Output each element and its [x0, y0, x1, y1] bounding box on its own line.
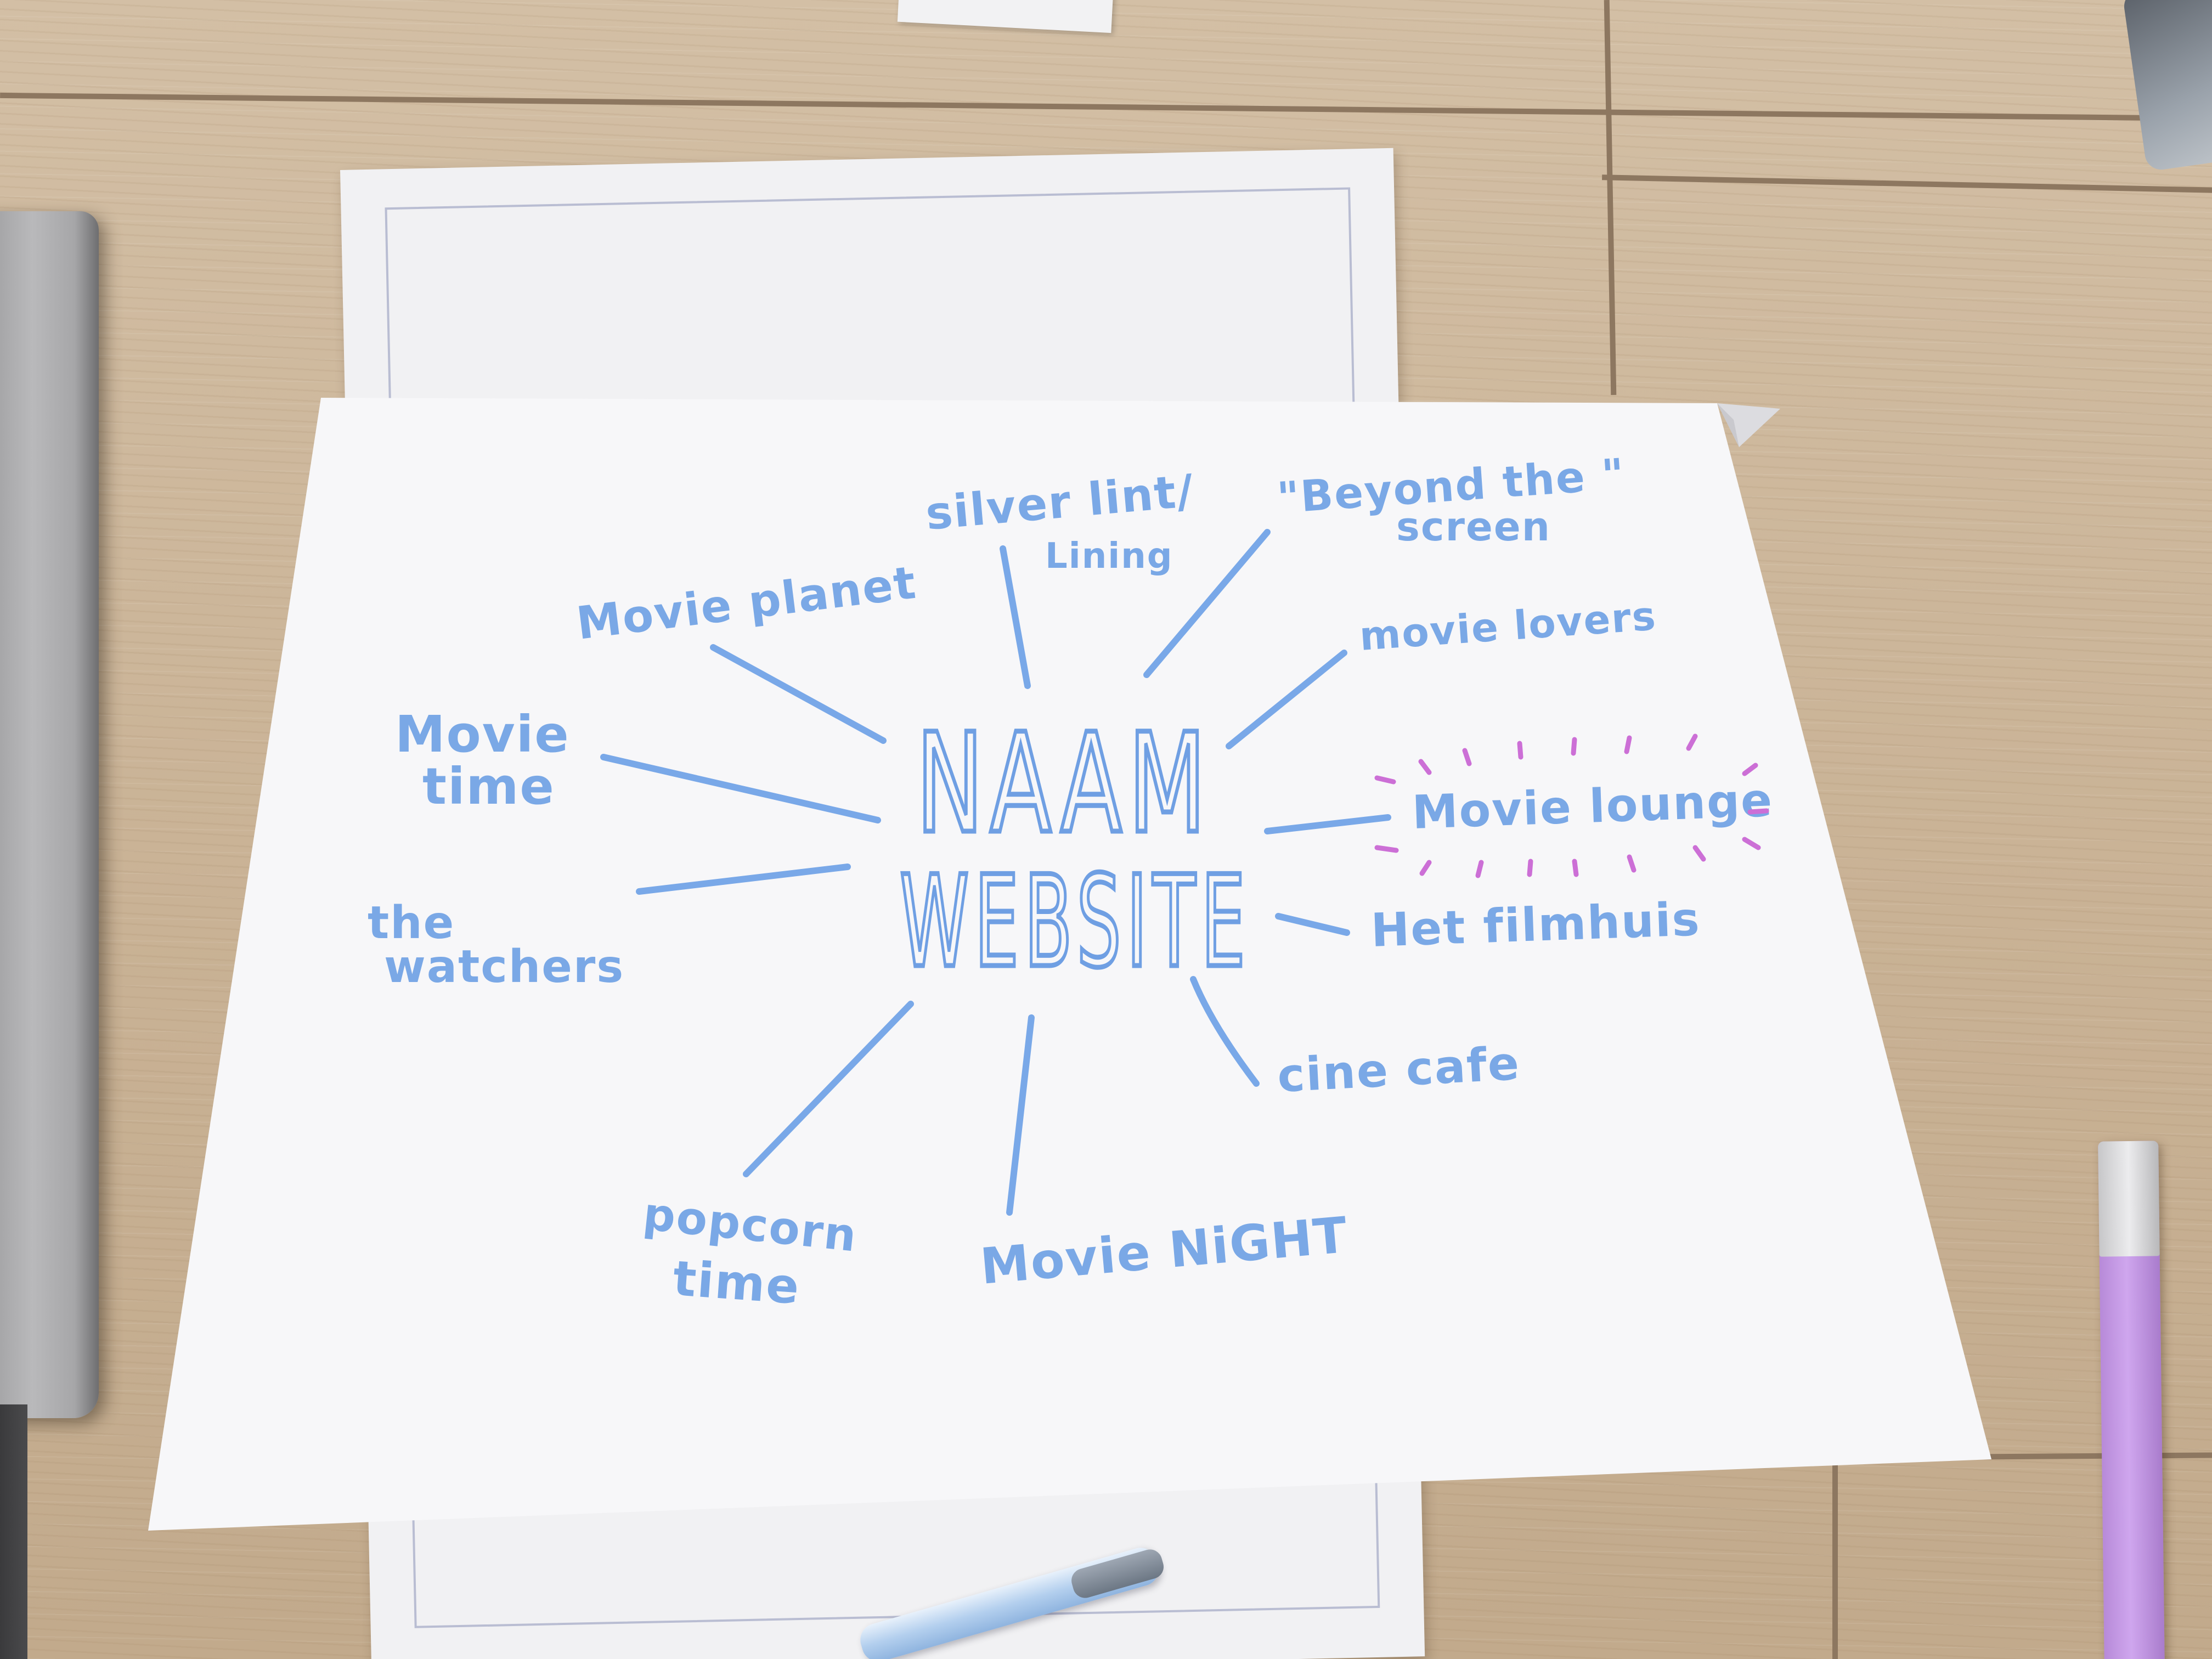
lounge-highlight-marks: [1374, 733, 1769, 878]
spark-mark: [1517, 741, 1523, 760]
spark-mark: [1571, 737, 1577, 756]
idea-popcorn-line1: popcorn: [641, 1188, 860, 1262]
spoke-beyond-the-screen: [1143, 529, 1271, 678]
spoke-movie-lounge: [1264, 814, 1391, 834]
spark-mark: [1462, 748, 1472, 766]
idea-lining: Lining: [1045, 536, 1173, 577]
spark-mark: [1374, 845, 1399, 853]
spark-mark: [1742, 837, 1761, 850]
idea-popcorn-line2: time: [672, 1250, 802, 1315]
highlighter-cap: [2098, 1141, 2160, 1257]
laptop-lid: [0, 211, 99, 1418]
desk-seam-bottom-vertical: [1832, 1448, 1838, 1659]
spoke-het-filmhuis: [1275, 913, 1350, 936]
spark-mark: [1418, 759, 1432, 775]
spark-mark: [1686, 733, 1698, 751]
mindmap-center: NAAM WEBSITE: [898, 702, 1251, 998]
spoke-movie-planet: [710, 644, 887, 744]
spoke-movie-lovers: [1226, 650, 1347, 749]
spoke-movie-night: [1006, 1014, 1035, 1216]
spark-mark: [1527, 859, 1533, 877]
idea-het-filmhuis: Het filmhuis: [1370, 892, 1701, 957]
center-title-line2: WEBSITE: [900, 849, 1251, 996]
paper-corner-shadow: [1717, 403, 1739, 447]
mindmap-spokes: [600, 529, 1391, 1216]
idea-screen: screen: [1396, 504, 1551, 550]
spoke-movie-time: [600, 754, 881, 823]
idea-movie-planet: Movie planet: [574, 557, 919, 650]
spoke-cine-cafe: [1190, 976, 1260, 1087]
spoke-the-watchers: [636, 864, 851, 895]
spark-mark: [1419, 860, 1432, 876]
idea-movie-lounge: Movie lounge: [1411, 773, 1774, 839]
idea-silver-lint: silver lint/: [923, 465, 1196, 540]
spark-mark: [1747, 808, 1769, 815]
idea-movie-time-line1: Movie: [395, 705, 570, 764]
spark-mark: [1742, 763, 1758, 776]
spark-mark: [1627, 854, 1637, 873]
spark-mark: [1475, 860, 1484, 878]
spoke-silver-lining: [1000, 545, 1031, 689]
idea-cine-cafe: cine cafe: [1276, 1036, 1521, 1103]
spark-mark: [1374, 775, 1396, 785]
laptop-base: [0, 1404, 27, 1659]
idea-the-watchers-line2: watchers: [384, 941, 624, 993]
paper-front-surface: [148, 398, 1991, 1531]
paper-folded-corner: [1717, 403, 1780, 447]
idea-the-watchers-line1: the: [368, 897, 455, 949]
idea-movie-lovers: movie lovers: [1358, 592, 1658, 659]
spark-mark: [1692, 845, 1706, 862]
center-title-line1: NAAM: [916, 704, 1212, 864]
idea-movie-time-line2: time: [422, 757, 555, 816]
spark-mark: [1572, 859, 1579, 877]
spoke-popcorn-time: [743, 1001, 914, 1177]
idea-movie-night: Movie NiGHT: [978, 1206, 1351, 1296]
spark-mark: [1624, 735, 1632, 754]
purple-highlighter: [2098, 1141, 2165, 1659]
